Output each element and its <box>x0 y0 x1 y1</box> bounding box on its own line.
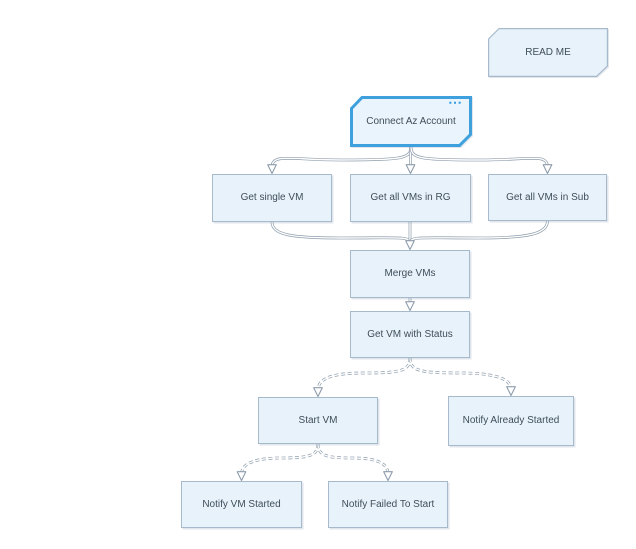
node-label: Notify VM Started <box>202 498 281 510</box>
node-label: Get all VMs in Sub <box>506 191 589 203</box>
connector-connect-to-get-all-vms-sub[interactable] <box>409 146 549 168</box>
node-get-single-vm[interactable]: Get single VM <box>212 174 332 222</box>
node-label: Notify Already Started <box>462 415 560 426</box>
node-label: Merge VMs <box>384 268 436 279</box>
connector-start-vm-to-notify-failed[interactable] <box>316 443 390 475</box>
node-label: Start VM <box>298 414 338 426</box>
node-label: Connect Az Account <box>366 115 456 127</box>
card-shape <box>488 28 608 77</box>
node-notify-failed-to-start[interactable]: Notify Failed To Start <box>328 481 448 528</box>
connector-start-vm-to-notify-vm-started[interactable] <box>240 443 320 475</box>
node-get-all-vms-in-rg[interactable]: Get all VMs in RG <box>350 174 471 222</box>
node-start-vm[interactable]: Start VM <box>258 397 378 444</box>
connector-get-single-vm-to-merge[interactable] <box>270 221 412 244</box>
node-notify-vm-started[interactable]: Notify VM Started <box>181 481 302 528</box>
node-label: Get all VMs in RG <box>370 192 451 203</box>
node-merge-vms[interactable]: Merge VMs <box>350 250 470 298</box>
node-menu-ellipsis-icon[interactable]: ⋯ <box>448 94 463 110</box>
node-connect-az-account[interactable]: Connect Az Account ⋯ <box>350 94 472 147</box>
arrowheads <box>236 164 553 482</box>
node-label: Notify Failed To Start <box>341 498 435 510</box>
node-get-vm-with-status[interactable]: Get VM with Status <box>350 311 470 358</box>
connector-connect-to-get-single-vm[interactable] <box>270 146 413 168</box>
node-read-me[interactable]: READ ME <box>488 28 608 77</box>
connector-status-to-notify-already-started[interactable] <box>408 357 513 390</box>
connector-status-to-start-vm[interactable] <box>316 357 412 391</box>
node-label: Get VM with Status <box>367 328 453 340</box>
connector-get-all-vms-sub-to-merge[interactable] <box>408 220 549 244</box>
node-label: Get single VM <box>240 192 304 203</box>
node-notify-already-started[interactable]: Notify Already Started <box>448 396 574 446</box>
card-shape-selected <box>350 96 472 147</box>
node-get-all-vms-in-sub[interactable]: Get all VMs in Sub <box>488 174 607 221</box>
node-label: READ ME <box>525 46 571 58</box>
